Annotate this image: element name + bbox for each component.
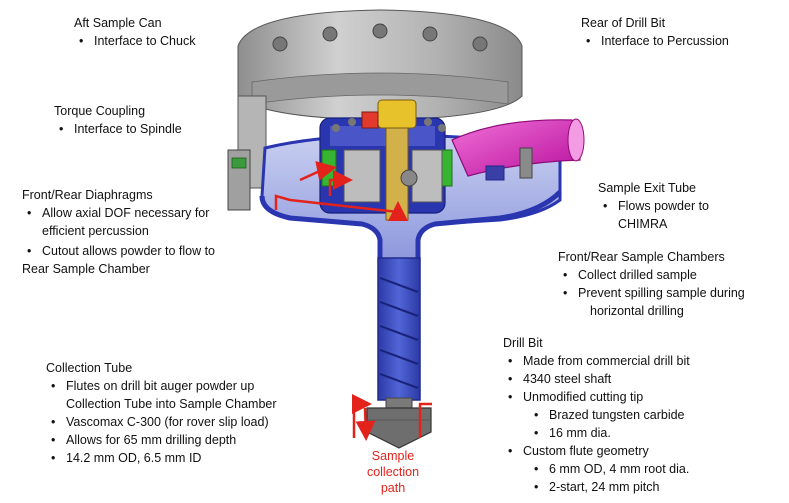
label-drill-bit: Drill Bit Made from commercial drill bit… xyxy=(503,334,690,496)
label-rear-of-drill-bit: Rear of Drill Bit Interface to Percussio… xyxy=(581,14,729,50)
drill-bit-sub-bullet: 6 mm OD, 4 mm root dia. xyxy=(503,460,690,478)
drill-bit-bullet: 4340 steel shaft xyxy=(503,370,690,388)
diaphragms-bullet: Allow axial DOF necessary for efficient … xyxy=(22,204,215,240)
label-collection-tube: Collection Tube Flutes on drill bit auge… xyxy=(46,359,277,467)
sample-path-line2: collection xyxy=(366,465,420,479)
label-diaphragms: Front/Rear Diaphragms Allow axial DOF ne… xyxy=(22,186,215,278)
sample-chambers-title: Front/Rear Sample Chambers xyxy=(558,250,725,264)
sample-path-line3: path xyxy=(380,481,406,495)
drill-bit-bullet: Unmodified cutting tip xyxy=(503,388,690,406)
exit-tube-title: Sample Exit Tube xyxy=(598,181,696,195)
sample-path-line1: Sample xyxy=(371,449,415,463)
drill-bit-bullet: Custom flute geometry xyxy=(503,442,690,460)
powder-flow-arrows xyxy=(274,161,432,441)
label-sample-exit-tube: Sample Exit Tube Flows powder to CHIMRA xyxy=(598,179,709,233)
sample-chamber-core xyxy=(319,99,453,221)
drill-bit-sub-bullet: 2-start, 24 mm pitch xyxy=(503,478,690,496)
aft-sample-can-title: Aft Sample Can xyxy=(74,16,162,30)
collection-tube xyxy=(377,257,421,401)
drill-bit-sub-bullet: Brazed tungsten carbide xyxy=(503,406,690,424)
rear-of-drill-bit-title: Rear of Drill Bit xyxy=(581,16,666,30)
aft-sample-can xyxy=(227,9,523,211)
collection-tube-bullet: Allows for 65 mm drilling depth xyxy=(46,431,277,449)
collection-tube-bullet: Flutes on drill bit auger powder up Coll… xyxy=(46,377,277,413)
sample-exit-tube xyxy=(451,118,585,181)
collection-tube-title: Collection Tube xyxy=(46,361,133,375)
exit-tube-bullet: Flows powder to CHIMRA xyxy=(598,197,709,233)
drill-bit-sub-bullet: 16 mm dia. xyxy=(503,424,690,442)
aft-sample-can-bullet: Interface to Chuck xyxy=(74,32,195,50)
sample-chambers-bullet: Collect drilled sample xyxy=(558,266,745,284)
label-sample-chambers: Front/Rear Sample Chambers Collect drill… xyxy=(558,248,745,320)
label-aft-sample-can: Aft Sample Can Interface to Chuck xyxy=(74,14,195,50)
diaphragms-title: Front/Rear Diaphragms xyxy=(22,188,153,202)
drill-bit-bullet: Made from commercial drill bit xyxy=(503,352,690,370)
torque-coupling-bullet: Interface to Spindle xyxy=(54,120,182,138)
diaphragms-bullet: Cutout allows powder to flow to Rear Sam… xyxy=(22,242,215,278)
torque-coupling-title: Torque Coupling xyxy=(54,104,146,118)
drill-bit-tip xyxy=(366,397,432,449)
label-sample-collection-path: Sample collection path xyxy=(338,448,448,496)
collection-tube-bullet: 14.2 mm OD, 6.5 mm ID xyxy=(46,449,277,467)
drill-bit-title: Drill Bit xyxy=(503,336,543,350)
sample-chambers-bullet: Prevent spilling sample during horizonta… xyxy=(558,284,745,320)
rear-of-drill-bit-bullet: Interface to Percussion xyxy=(581,32,729,50)
label-torque-coupling: Torque Coupling Interface to Spindle xyxy=(54,102,182,138)
collection-tube-bullet: Vascomax C-300 (for rover slip load) xyxy=(46,413,277,431)
